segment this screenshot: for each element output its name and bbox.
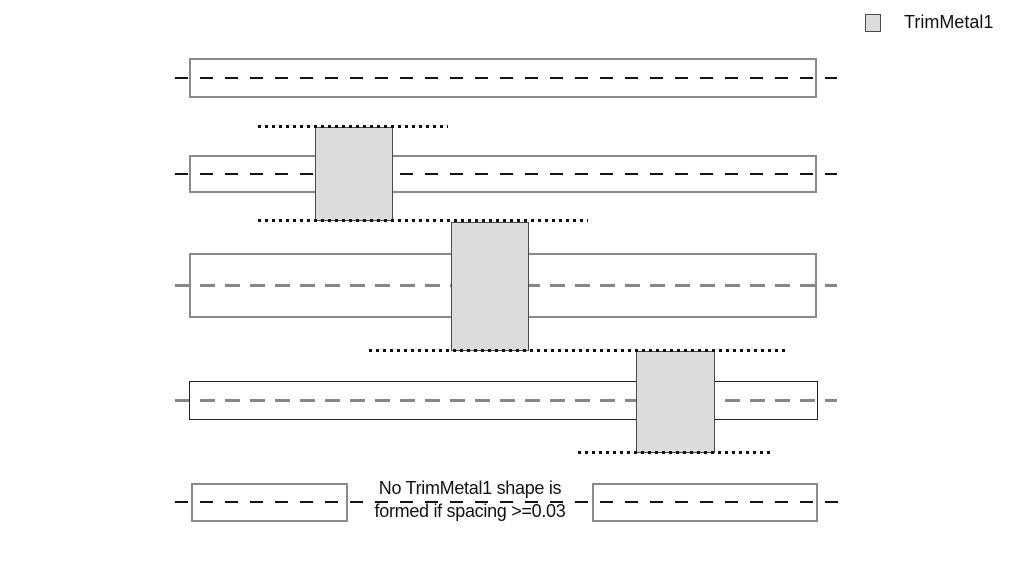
track-4 — [189, 381, 818, 420]
track-5-left — [191, 483, 348, 522]
centerline-1 — [175, 77, 837, 79]
centerline-5 — [175, 501, 840, 503]
dotted-line-3 — [369, 349, 788, 352]
dotted-line-1 — [258, 125, 448, 128]
track-1 — [189, 58, 817, 98]
legend: TrimMetal1 — [865, 13, 993, 32]
dotted-line-2 — [258, 219, 588, 222]
track-2 — [189, 155, 817, 193]
dotted-line-4 — [578, 451, 772, 454]
annotation-text: No TrimMetal1 shape is formed if spacing… — [345, 477, 595, 523]
centerline-2 — [175, 173, 837, 175]
annotation-line-2: formed if spacing >=0.03 — [374, 501, 566, 521]
trim-shape-2 — [451, 222, 529, 351]
annotation-line-1: No TrimMetal1 shape is — [378, 478, 562, 498]
legend-swatch-trimmetal1 — [865, 13, 881, 32]
centerline-4 — [175, 399, 837, 402]
trim-shape-3 — [636, 351, 715, 453]
legend-label: TrimMetal1 — [904, 12, 994, 32]
track-5-right — [592, 483, 818, 522]
trim-shape-1 — [315, 127, 393, 221]
